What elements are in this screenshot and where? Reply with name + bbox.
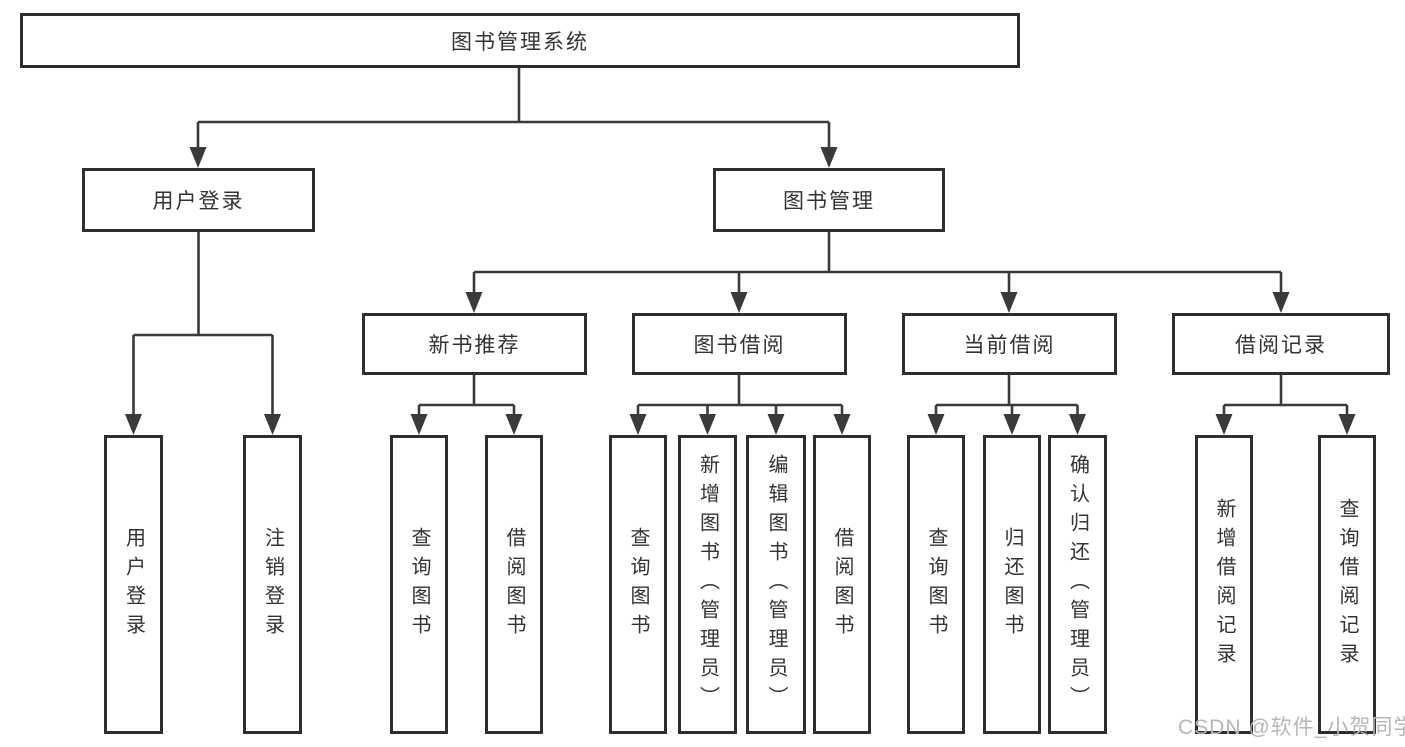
node-label: 用户登录	[122, 526, 145, 643]
node-book-borrowing: 图书借阅	[632, 313, 847, 375]
node-user-login: 用户登录	[82, 168, 315, 232]
node-label: 查询图书	[408, 526, 430, 643]
node-label: 借阅记录	[1235, 334, 1327, 357]
leaf-query-borrow-record: 查询借阅记录	[1318, 435, 1376, 734]
leaf-logout: 注销登录	[243, 435, 302, 734]
node-label: 当前借阅	[963, 334, 1056, 357]
leaf-query-books-borrow: 查询图书	[609, 435, 667, 734]
node-label: 编辑图书（管理员）	[765, 454, 787, 715]
node-label: 新增借阅记录	[1213, 497, 1235, 672]
leaf-confirm-return-admin: 确认归还（管理员）	[1048, 435, 1107, 734]
node-label: 图书借阅	[693, 334, 786, 357]
connector-user-login-to-leaves	[125, 232, 281, 435]
leaf-borrow-books-recommend: 借阅图书	[485, 435, 543, 734]
leaf-query-books-current: 查询图书	[907, 435, 965, 734]
node-new-book-recommendation: 新书推荐	[362, 313, 587, 375]
node-library-management-system: 图书管理系统	[20, 13, 1020, 68]
leaf-return-books: 归还图书	[983, 435, 1041, 734]
connector-current-borrow-to-leaves	[927, 375, 1086, 435]
node-label: 查询图书	[925, 526, 947, 643]
node-book-management: 图书管理	[713, 168, 945, 232]
node-label: 用户登录	[152, 190, 245, 213]
node-label: 查询借阅记录	[1336, 497, 1358, 672]
connector-borrow-records-to-leaves	[1215, 375, 1356, 435]
connector-book-management-to-level3	[465, 232, 1290, 313]
leaf-edit-books-admin: 编辑图书（管理员）	[746, 435, 806, 734]
connector-root-to-level2	[189, 68, 838, 168]
node-label: 借阅图书	[503, 526, 525, 643]
node-label: 归还图书	[1001, 526, 1023, 643]
csdn-watermark: CSDN @软件_小贺同学	[1178, 716, 1405, 739]
node-current-borrowing: 当前借阅	[902, 313, 1117, 375]
connector-new-book-to-leaves	[410, 375, 523, 435]
node-label: 新书推荐	[428, 334, 521, 357]
node-label: 确认归还（管理员）	[1066, 454, 1089, 715]
leaf-borrow-books: 借阅图书	[813, 435, 871, 734]
node-label: 借阅图书	[831, 526, 853, 643]
node-borrowing-records: 借阅记录	[1172, 313, 1390, 375]
node-label: 图书管理系统	[451, 30, 589, 54]
leaf-query-books-recommend: 查询图书	[390, 435, 448, 734]
leaf-add-books-admin: 新增图书（管理员）	[678, 435, 737, 734]
connector-book-borrow-to-leaves	[629, 375, 851, 435]
node-label: 新增图书（管理员）	[696, 454, 719, 715]
leaf-add-borrow-record: 新增借阅记录	[1195, 435, 1253, 734]
leaf-user-login: 用户登录	[104, 435, 163, 734]
node-label: 注销登录	[261, 526, 284, 643]
node-label: 查询图书	[627, 526, 649, 643]
node-label: 图书管理	[783, 190, 875, 213]
